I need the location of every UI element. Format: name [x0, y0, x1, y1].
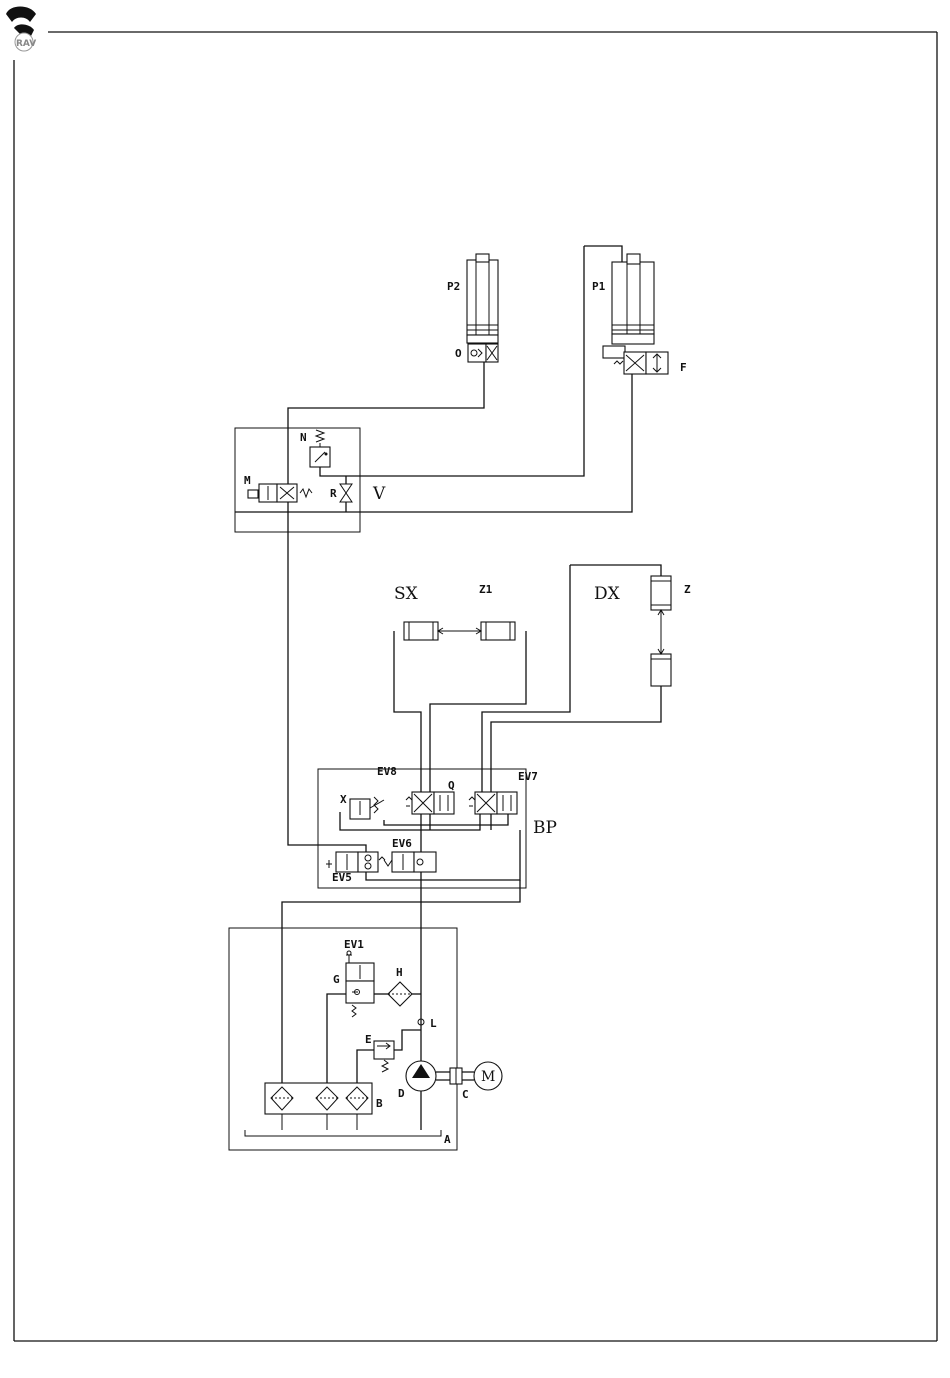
label-c: C	[462, 1088, 469, 1101]
label-a: A	[444, 1133, 451, 1146]
label-bp: BP	[533, 818, 557, 838]
label-r: R	[330, 487, 337, 500]
cylinder-z1	[481, 622, 515, 640]
brand-logo-icon: RAV	[6, 7, 36, 52]
label-e: E	[365, 1033, 372, 1046]
cylinder-z	[651, 576, 671, 686]
label-b: B	[376, 1097, 383, 1110]
label-d: D	[398, 1087, 405, 1100]
label-x: X	[340, 793, 347, 806]
label-o: O	[455, 347, 462, 360]
label-z1: Z1	[479, 583, 493, 596]
cylinder-p1	[612, 254, 654, 344]
label-ev7: EV7	[518, 770, 538, 783]
label-m-valve: M	[244, 474, 251, 487]
label-p2: P2	[447, 280, 460, 293]
cylinder-sx	[404, 622, 438, 640]
pipes-upper	[235, 246, 632, 852]
svg-text:RAV: RAV	[16, 39, 36, 49]
label-dx: DX	[594, 584, 621, 604]
label-h: H	[396, 966, 403, 979]
link-arrow	[438, 628, 481, 634]
label-g: G	[333, 973, 340, 986]
label-z: Z	[684, 583, 691, 596]
label-n: N	[300, 431, 307, 444]
page-frame	[14, 32, 937, 1341]
group-v	[235, 428, 360, 532]
label-ev8: EV8	[377, 765, 397, 778]
valve-f	[603, 346, 668, 374]
label-l: L	[430, 1017, 437, 1030]
label-ev1: EV1	[344, 938, 364, 951]
label-sx: SX	[394, 584, 419, 604]
label-q: Q	[448, 779, 455, 792]
label-ev5: EV5	[332, 871, 352, 884]
pipes-middle	[394, 565, 661, 792]
label-m-motor: M	[481, 1069, 495, 1085]
label-f: F	[680, 361, 687, 374]
valve-o	[468, 344, 498, 362]
label-v: V	[372, 484, 386, 504]
label-ev6: EV6	[392, 837, 412, 850]
cylinder-p2	[467, 254, 498, 343]
label-p1: P1	[592, 280, 606, 293]
